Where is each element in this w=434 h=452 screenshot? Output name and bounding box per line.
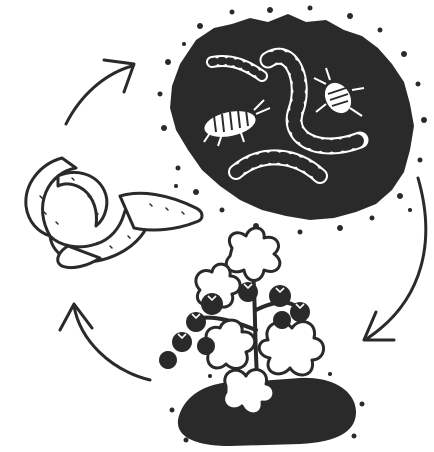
tomato	[201, 293, 223, 315]
tomato-plant-icon	[159, 228, 365, 446]
tomato	[269, 285, 291, 307]
fruit-peel-icon	[26, 158, 202, 268]
tomato	[172, 332, 192, 352]
tomato	[273, 311, 291, 329]
soil-with-worms-and-insects-icon	[158, 6, 428, 235]
peel-band-2	[58, 172, 107, 226]
peel-band-4	[120, 193, 202, 230]
tomato	[186, 312, 206, 332]
arrow-peel-to-soil	[66, 60, 134, 124]
tomato	[290, 302, 310, 322]
tomato	[238, 282, 258, 302]
arrow-plant-to-peel	[60, 304, 150, 380]
tomato	[159, 351, 177, 369]
tomato	[197, 337, 215, 355]
peel-band-1	[26, 158, 76, 236]
